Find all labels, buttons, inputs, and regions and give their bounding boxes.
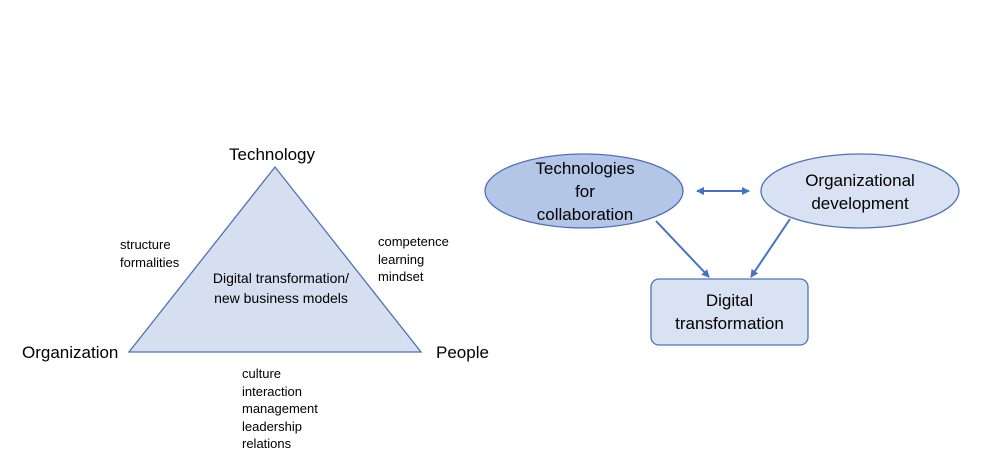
bottom-side-list: culture interaction management leadershi… [242, 365, 318, 453]
triangle-shape [127, 165, 423, 353]
node-line: for [575, 181, 595, 201]
arrow-org-to-digital [750, 218, 791, 278]
vertex-label-left: Organization [22, 343, 119, 362]
node-line: transformation [675, 314, 784, 333]
list-item: mindset [378, 269, 424, 284]
organizational-node-shape [760, 153, 960, 229]
vertex-label-right: People [436, 343, 489, 362]
node-line: Digital [705, 291, 754, 310]
left-side-list: structure formalities [120, 236, 179, 271]
technologies-node-shape [484, 153, 684, 229]
organizational-node-text: Organizational development [780, 168, 940, 216]
node-line: collaboration [536, 204, 634, 224]
list-item: culture [242, 366, 282, 381]
vertex-label-top: Technology [229, 145, 316, 164]
digital-node-text: Digital transformation [651, 289, 808, 335]
list-item: competence [378, 234, 449, 249]
list-item: formalities [120, 254, 180, 270]
list-item: leadership [242, 418, 302, 434]
technologies-node-text: Technologies for collaboration [505, 156, 665, 226]
center-line-2: new business models [214, 290, 348, 306]
list-item: learning [378, 251, 425, 267]
list-item: structure [120, 237, 171, 252]
node-line: Technologies [535, 158, 635, 178]
list-item: management [242, 401, 318, 416]
node-line: Organizational [805, 171, 915, 190]
digital-transformation-node-shape [650, 278, 809, 346]
list-item: interaction [242, 383, 302, 399]
right-side-list: competence learning mindset [378, 233, 449, 286]
node-line: development [811, 194, 909, 213]
list-item: relations [242, 436, 292, 451]
center-line-1: Digital transformation/ [212, 270, 350, 286]
arrow-tech-to-digital [655, 220, 710, 278]
triangle-center-text: Digital transformation/ new business mod… [196, 268, 366, 308]
